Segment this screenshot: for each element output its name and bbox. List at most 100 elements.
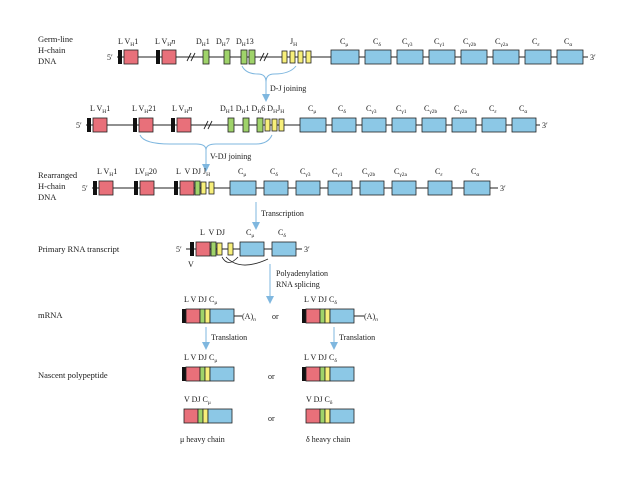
rearranged-leader-vdj [174,181,178,195]
rearranged-c-mu [229,180,257,196]
mrna-delta-v [305,308,321,324]
rearranged-label-line2: H-chain [38,181,66,191]
primary-transcript-label: Primary RNA transcript [38,244,120,254]
rearranged-c-gamma1-label: Cγ1 [332,167,343,178]
dj-c-mu-label: Cμ [308,104,316,115]
vdj-bracket [139,134,273,151]
rearranged-c-mu-label: Cμ [238,167,246,178]
mrna-delta-c [329,308,355,324]
dj-c-epsilon-label: Cε [489,104,497,115]
dj-c-gamma2a [451,117,477,133]
germline-j-segment-1 [281,50,288,64]
primary-c-mu-label: Cμ [246,228,254,239]
dj-c-gamma1-label: Cγ1 [396,104,407,115]
rearranged-v-segment-20 [139,180,155,196]
final-or: or [268,414,275,423]
transcription-step: Transcription [252,202,304,230]
dj-five-prime: 5′ [76,121,82,130]
germline-c-mu-label: Cμ [340,37,348,48]
mrna-delta-d [319,308,326,324]
germline-label-line1: Germ-line [38,34,73,44]
rearranged-c-epsilon [427,180,453,196]
rearranged-row: Rearranged H-chain DNA 5′ 3′ L VH1 LVH20… [38,167,506,202]
mrna-or: or [272,312,279,321]
germline-c-labels: Cμ Cδ Cγ3 Cγ1 Cγ2b Cγ2a Cε Cα [340,37,572,48]
germline-c-gamma2b-label: Cγ2b [463,37,477,48]
polyadenylation-step: Polyadenylation RNA splicing [266,264,328,304]
mrna-delta-j [324,308,331,324]
primary-j-segment-2 [227,242,234,256]
germline-c-epsilon [524,49,552,65]
germline-d-segment-1 [202,49,210,65]
rearranged-c-gamma3-label: Cγ3 [300,167,311,178]
primary-transcript-row: Primary RNA transcript 5′ 3′ L V DJ Cμ C… [38,228,310,269]
rearranged-leader-1 [93,181,97,195]
dj-c-epsilon [481,117,507,133]
mrna-mu-j [204,308,211,324]
rearranged-c-alpha [463,180,491,196]
primary-splice-loop-2 [225,256,269,266]
transcription-label: Transcription [261,209,304,218]
dj-c-gamma3-label: Cγ3 [366,104,377,115]
final-mu-d [197,408,204,424]
mrna-mu-v [185,308,201,324]
nascent-label: Nascent polypeptide [38,370,108,380]
germline-leader-1 [118,50,122,64]
delta-heavy-chain-caption: δ heavy chain [306,435,350,444]
dj-c-gamma2a-label: Cγ2a [454,104,468,115]
mrna-row: mRNA (A)n L V DJ Cμ or (A)n L V DJ Cδ [38,295,378,324]
rearranged-c-gamma2a [391,180,417,196]
rearranged-v-segment-vdj [179,180,195,196]
rearranged-label-line1: Rearranged [38,170,78,180]
germline-c-gamma1-label: Cγ1 [434,37,445,48]
heavy-chain-row: V DJ Cμ or V DJ Cδ μ heavy chain δ heavy… [180,395,355,444]
nascent-delta-label: L V DJ Cδ [304,353,337,364]
germline-v1-label: L VH1 [118,37,138,48]
germline-c-gamma2a-label: Cγ2a [495,37,509,48]
primary-vdj-label: L V DJ [200,228,225,237]
rearranged-c-gamma1 [327,180,353,196]
nascent-delta-d [319,366,326,382]
dj-c-gamma2b-label: Cγ2b [424,104,438,115]
final-mu-v [183,408,199,424]
rearranged-c-alpha-label: Cα [471,167,479,178]
final-delta-c [329,408,355,424]
germline-break-2 [259,52,269,62]
nascent-delta-j [324,366,331,382]
germline-break-1 [186,52,196,62]
dj-leader-1 [87,118,91,132]
final-delta-label: V DJ Cδ [306,395,333,406]
germline-c-delta [364,49,392,65]
vdj-joining-label: V-DJ joining [210,152,251,161]
germline-v-segment-1 [123,49,139,65]
mrna-delta-label: L V DJ Cδ [304,295,337,306]
primary-j-segment-1 [216,242,223,256]
primary-three-prime: 3′ [304,245,310,254]
nascent-mu-label: L V DJ Cμ [184,353,217,364]
dj-c-labels: Cμ Cδ Cγ3 Cγ1 Cγ2b Cγ2a Cε Cα [308,104,527,115]
dj-c-alpha-label: Cα [519,104,527,115]
final-delta-d [319,408,326,424]
rearranged-label-line3: DNA [38,192,57,202]
germline-c-epsilon-label: Cε [532,37,540,48]
rearranged-d-segment [194,180,201,196]
dj-c-delta [331,117,357,133]
germline-c-gamma2b [460,49,488,65]
mrna-mu-polya: (A)n [242,312,256,323]
nascent-row: Nascent polypeptide L V DJ Cμ or L V DJ … [38,353,355,382]
rearranged-c-delta [263,180,289,196]
dj-v-segment-21 [138,117,154,133]
dj-c-gamma3 [361,117,387,133]
germline-d-segment-7 [223,49,231,65]
final-mu-j [202,408,209,424]
rearranged-c-labels: Cμ Cδ Cγ3 Cγ1 Cγ2b Cγ2a Cε Cα [238,167,479,178]
germline-five-prime: 5′ [107,53,113,62]
rearranged-v20-label: LVH20 [135,167,157,178]
nascent-mu-leader [182,367,186,381]
dj-leader-21 [133,118,137,132]
final-mu-c [207,408,233,424]
primary-leader [190,242,194,256]
germline-three-prime: 3′ [590,53,596,62]
dj-joined-row: 5′ 3′ L VH1 L VH21 L VHn DH1 DH1 DH6 DHJ… [76,104,548,133]
final-delta-j [324,408,331,424]
